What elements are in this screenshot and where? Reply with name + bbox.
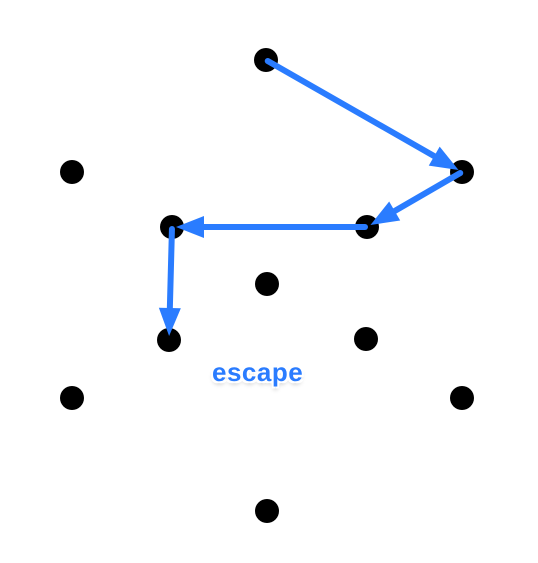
arrow-shaft-2 xyxy=(389,170,464,215)
arrow-shaft-4 xyxy=(166,225,175,314)
arrow-head-2 xyxy=(370,201,401,225)
dot-left-lower xyxy=(60,386,84,410)
dot-center-right-lower xyxy=(354,327,378,351)
dot-center-left-lower xyxy=(157,328,181,352)
escape-label: escape xyxy=(212,357,304,387)
dot-left-upper xyxy=(60,160,84,184)
dots xyxy=(60,48,474,523)
arrows xyxy=(158,57,464,337)
dot-right-lower xyxy=(450,386,474,410)
arrow-head-3 xyxy=(176,216,204,238)
arrow-shaft-1 xyxy=(264,57,439,161)
arrow-head-4 xyxy=(158,307,181,337)
dot-bottom xyxy=(255,499,279,523)
dot-center xyxy=(255,272,279,296)
arrow-head-1 xyxy=(428,146,459,171)
